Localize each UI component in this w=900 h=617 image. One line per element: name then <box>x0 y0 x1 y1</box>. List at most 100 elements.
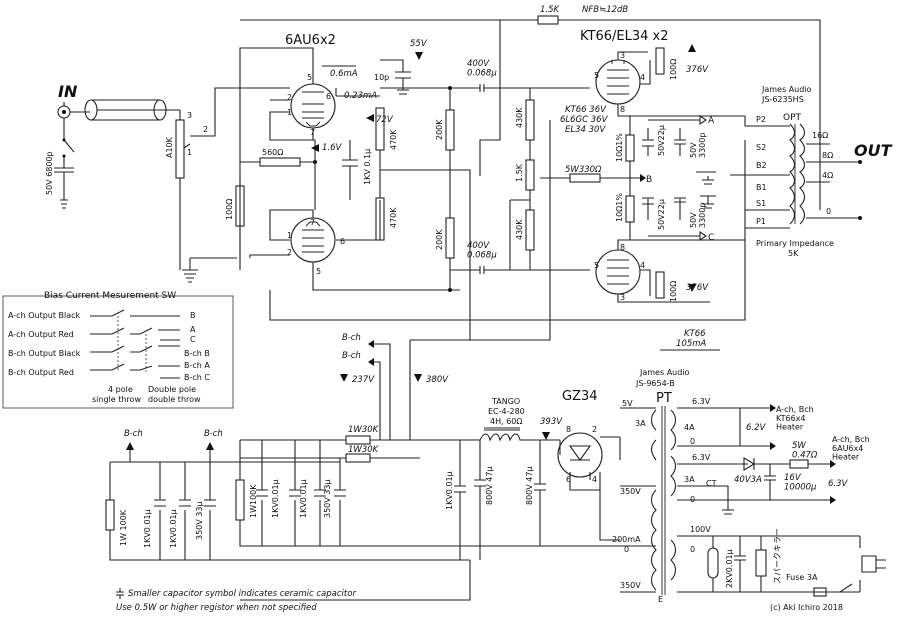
opt-sec-4: 4Ω <box>822 171 833 180</box>
pt-350v-b: 350V <box>620 581 641 590</box>
volume-pot-label: A10K <box>165 136 174 158</box>
sw-row-b-red: B-ch Output Red <box>8 368 74 377</box>
kt66-current-label: KT66 <box>684 329 706 339</box>
resistor-430k-a-label: 430K <box>515 107 524 128</box>
svg-text:8: 8 <box>620 243 625 252</box>
voltage-55: 55V <box>410 39 428 49</box>
r-1w100k-a: 1W 100K <box>119 509 128 546</box>
rectifier-label: GZ34 <box>562 389 598 404</box>
bias-6l6gc: 6L6GC 36V <box>560 115 609 125</box>
pt-maker: James Audio <box>639 368 690 377</box>
resistor-10-a-label: 10Ω1% <box>615 133 624 162</box>
bch-left-1: B-ch <box>124 429 143 439</box>
pt-350v-a: 350V <box>620 487 641 496</box>
resistor-430k-b-label: 430K <box>515 219 524 240</box>
shielded-cable <box>84 99 98 121</box>
cap-1kv01-label: 1KV 0.1μ <box>363 149 372 185</box>
opt-sec-8: 8Ω <box>822 151 833 160</box>
svg-text:6: 6 <box>566 475 571 484</box>
bch-left-2: B-ch <box>204 429 223 439</box>
svg-text:5: 5 <box>316 267 321 276</box>
sw-out-bch-a: B-ch A <box>184 361 210 370</box>
opt-sec-16: 16Ω <box>812 131 828 140</box>
resistor-200k-b-label: 200K <box>435 229 444 250</box>
c-350v33-b: 350V 33μ <box>323 479 332 518</box>
pt-3a-2: 3A <box>684 475 695 484</box>
note-resistor: Use 0.5W or higher registor when not spe… <box>116 603 317 613</box>
resistor-100-top-label: 100Ω <box>669 59 678 80</box>
primary-impedance-val: 5K <box>788 249 799 258</box>
voltage-63-out: 6.3V <box>828 479 849 489</box>
bias-switch-title: Bias Current Mesurement SW <box>44 291 176 301</box>
opt-tap-b2: B2 <box>756 161 767 170</box>
node-b: B <box>646 175 652 185</box>
voltage-393: 393V <box>540 417 563 427</box>
svg-text:2: 2 <box>592 425 597 434</box>
voltage-376-upper: 376V <box>686 65 709 75</box>
sw-out-b: B <box>190 311 196 320</box>
c-800v47-b: 800V 47μ <box>525 466 534 505</box>
resistor-430k-a <box>525 99 535 141</box>
resistor-10-b <box>625 195 635 223</box>
voltage-16: 1.6V <box>322 143 343 153</box>
resistor-200k-b <box>445 217 455 259</box>
sw-row-a-black: A-ch Output Black <box>8 311 81 320</box>
opt-sec-0: 0 <box>826 207 831 216</box>
node-c: C <box>708 233 714 243</box>
volume-pot[interactable] <box>175 119 185 179</box>
c-800v47-a: 800V 47μ <box>485 466 494 505</box>
pt-3a: 3A <box>635 419 646 428</box>
notes: Smaller capacitor symbol indicates ceram… <box>116 588 843 613</box>
pt-100v: 100V <box>690 525 711 534</box>
svg-text:5: 5 <box>594 71 599 80</box>
sw-out-a: A <box>190 325 196 334</box>
svg-text:8: 8 <box>566 425 571 434</box>
nfb-label: NFB≒12dB <box>582 5 628 15</box>
opt-tap-p2: P2 <box>756 115 766 124</box>
resistor-5w330 <box>569 173 601 183</box>
svg-text:2: 2 <box>203 125 208 134</box>
sw-4pole: 4 pole <box>108 385 133 394</box>
resistor-100-left <box>235 185 245 227</box>
resistor-5w330-label: 5W330Ω <box>565 165 602 175</box>
svg-text:1: 1 <box>187 148 192 157</box>
resistor-560 <box>259 157 301 167</box>
input-section: IN 50V 6800p 3 2 1 A10K <box>45 82 290 283</box>
input-label: IN <box>58 82 78 101</box>
pt-label: PT <box>656 391 672 406</box>
bias-switch-box <box>2 295 234 409</box>
resistor-1w30k-b <box>345 453 371 463</box>
input-cap-label: 50V 6800p <box>45 151 54 195</box>
opt-tap-b1: B1 <box>756 183 767 192</box>
driver-tube-label: 6AU6x2 <box>285 33 336 48</box>
cap-3300-a: 50V3300p <box>689 133 707 158</box>
fuse-label: Fuse 3A <box>786 573 818 582</box>
bch-label-2: B-ch <box>342 351 361 361</box>
svg-text:2: 2 <box>287 93 292 102</box>
svg-text:8: 8 <box>620 105 625 114</box>
copyright: (c) Aki Ichiro 2018 <box>770 603 843 612</box>
cap-50v22-a: 50V22μ <box>657 125 666 156</box>
sw-row-a-red: A-ch Output Red <box>8 330 74 339</box>
c-1kv001-b: 1KV0.01μ <box>169 509 178 548</box>
opt-tap-s1: S1 <box>756 199 766 208</box>
current-06ma: 0.6mA <box>330 69 358 79</box>
resistor-200k-a-label: 200K <box>435 119 444 140</box>
output-tube-lower <box>595 249 641 295</box>
cap-2kv001: 2KV0.01μ <box>725 549 734 588</box>
driver-stage: 6AU6x2 5 21 67 7 12 65 100Ω 560Ω 10p 55V… <box>225 33 590 340</box>
resistor-470k-b-label: 470K <box>389 207 398 228</box>
svg-text:3: 3 <box>187 111 192 120</box>
c-1kv001-e: 1KV0.01μ <box>445 471 454 510</box>
sw-double-throw: double throw <box>148 395 201 404</box>
pt-4a: 4A <box>684 423 695 432</box>
current-023ma: 0.23mA <box>344 91 377 101</box>
choke-model: EC-4-280 <box>488 407 525 416</box>
bias-switch-panel: Bias Current Mesurement SW A-ch Output B… <box>2 291 234 409</box>
power-supply: B-ch B-ch 237V 380V B-ch B-ch 1W30K 1W30… <box>105 120 886 604</box>
